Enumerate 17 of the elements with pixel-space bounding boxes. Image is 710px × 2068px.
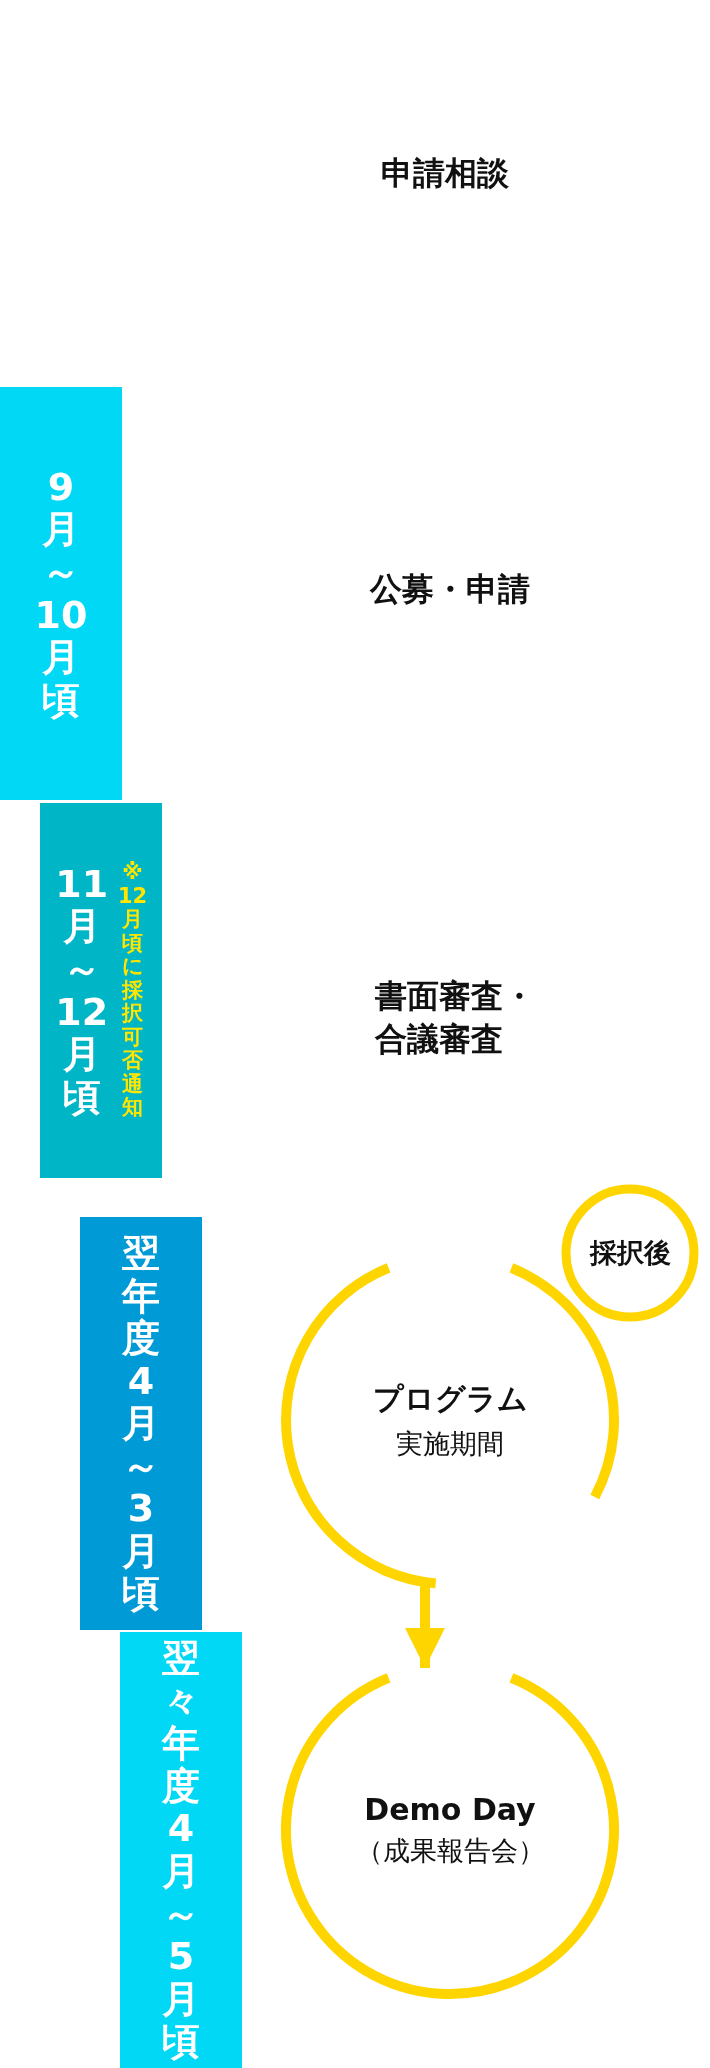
- step-title: 採択後: [589, 1236, 671, 1270]
- step-subtitle: （成果報告会）: [355, 1833, 545, 1868]
- period-bar: [80, 1217, 202, 1630]
- step-label: 申請相談: [330, 152, 560, 196]
- step-subtitle: 実施期間: [396, 1426, 504, 1461]
- period-text: 11月～12月頃: [54, 862, 110, 1119]
- period-bar: [40, 803, 162, 1178]
- step-title: Demo Day: [364, 1791, 536, 1827]
- step-title: プログラム: [372, 1379, 528, 1418]
- step-label: 書面審査・合議審査: [375, 975, 551, 1062]
- period-text: 9月～10月頃: [33, 465, 89, 722]
- period-text: 翌年度4月～3月頃: [120, 1232, 161, 1615]
- period-bar: [0, 387, 122, 800]
- period-text: 翌々年度4月～5月頃: [160, 1637, 201, 2063]
- step-label: 公募・申請: [330, 568, 570, 612]
- period-bar: [120, 1632, 242, 2068]
- note-text: ※12月頃に採択可否通知: [117, 861, 148, 1120]
